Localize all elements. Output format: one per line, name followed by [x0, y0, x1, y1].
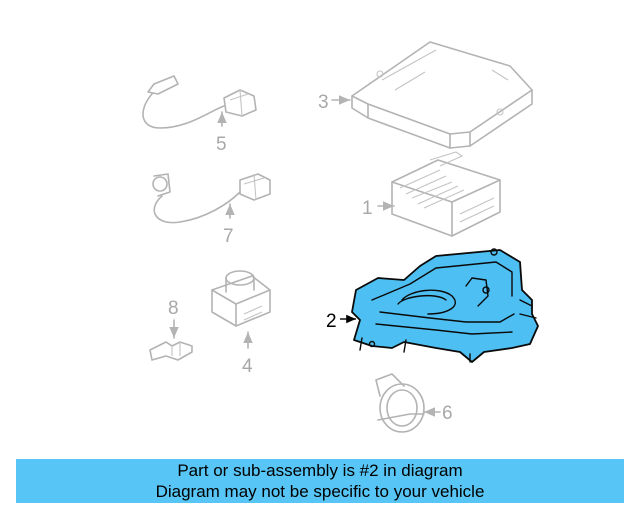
callout-7: 7	[223, 226, 234, 247]
callout-4: 4	[242, 356, 253, 377]
callout-5: 5	[216, 134, 227, 155]
part-7-sensor[interactable]	[152, 173, 271, 224]
callout-8: 8	[168, 298, 179, 319]
callout-1: 1	[362, 198, 373, 219]
part-2-module-tray[interactable]	[351, 248, 539, 363]
banner-line-2: Diagram may not be specific to your vehi…	[155, 482, 485, 501]
banner-line-1: Part or sub-assembly is #2 in diagram	[177, 461, 463, 480]
part-1-control-module[interactable]	[391, 151, 501, 237]
callout-3: 3	[318, 92, 329, 113]
callout-2: 2	[326, 311, 337, 332]
part-4-ignition-coil[interactable]	[211, 270, 271, 327]
part-6-clamp[interactable]	[375, 373, 425, 433]
callout-6: 6	[442, 403, 453, 424]
part-8-sensor[interactable]	[149, 341, 193, 361]
part-3-module-cover[interactable]	[351, 41, 533, 149]
part-5-sensor[interactable]	[142, 75, 257, 129]
info-banner: Part or sub-assembly is #2 in diagram Di…	[16, 459, 624, 503]
